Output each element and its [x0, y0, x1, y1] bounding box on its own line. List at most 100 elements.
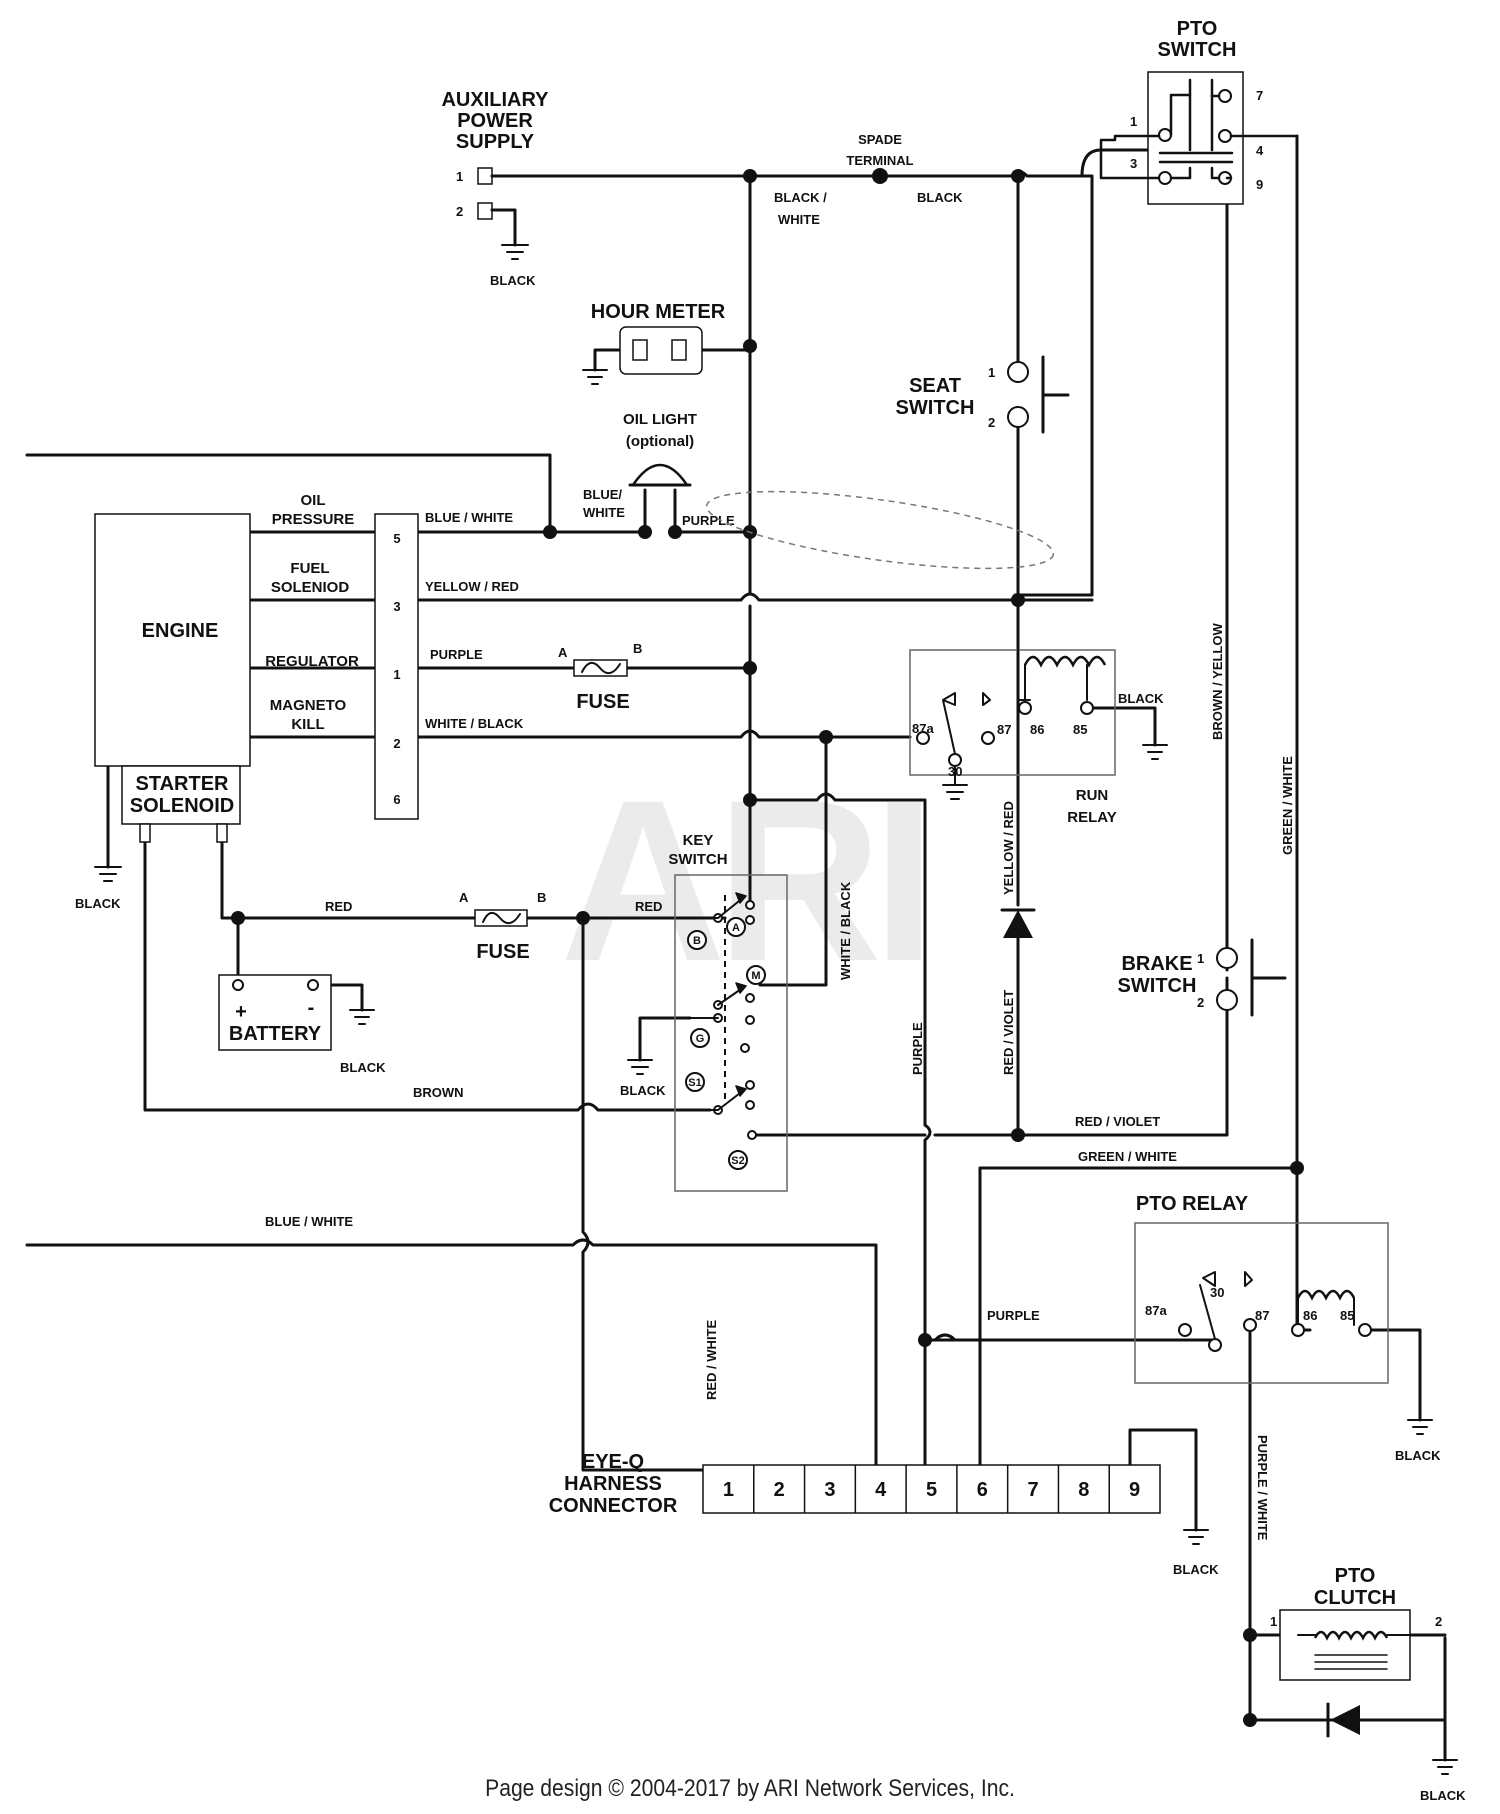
watermark: ARI	[560, 752, 926, 1009]
svg-text:PURPLE: PURPLE	[682, 513, 735, 528]
svg-text:OIL LIGHT: OIL LIGHT	[623, 411, 697, 428]
svg-text:4: 4	[1256, 143, 1264, 158]
svg-text:30: 30	[1210, 1285, 1224, 1300]
svg-text:BATTERY: BATTERY	[229, 1023, 322, 1045]
svg-text:+: +	[235, 1001, 247, 1023]
eyeq-pin-6: 6	[977, 1479, 988, 1501]
svg-text:FUEL: FUEL	[290, 560, 329, 577]
svg-text:RED: RED	[325, 899, 352, 914]
svg-text:2: 2	[456, 204, 463, 219]
svg-text:87: 87	[997, 722, 1011, 737]
svg-text:SEAT: SEAT	[909, 375, 961, 397]
svg-text:MAGNETO: MAGNETO	[270, 697, 347, 714]
pto-switch: PTO SWITCH 1 3 7 4 9	[1099, 18, 1299, 205]
svg-text:BLACK: BLACK	[917, 190, 963, 205]
svg-text:7: 7	[1256, 88, 1263, 103]
wires	[25, 134, 1447, 1762]
highlight-ellipse	[705, 490, 1055, 570]
right-vertical-labels: BROWN / YELLOW GREEN / WHITE RED / VIOLE…	[265, 623, 1295, 1229]
svg-text:RED / VIOLET: RED / VIOLET	[1075, 1114, 1160, 1129]
svg-text:3: 3	[393, 599, 400, 614]
svg-text:STARTER: STARTER	[136, 773, 230, 795]
svg-text:BROWN / YELLOW: BROWN / YELLOW	[1210, 623, 1225, 740]
pto-relay: PTO RELAY 87a 30 87 86 85 PURPLE BLACK	[987, 1193, 1441, 1463]
svg-text:87: 87	[1255, 1308, 1269, 1323]
svg-text:SPADE: SPADE	[858, 132, 902, 147]
svg-text:BLACK: BLACK	[75, 896, 121, 911]
svg-text:3: 3	[1130, 156, 1137, 171]
svg-text:PRESSURE: PRESSURE	[272, 511, 355, 528]
svg-text:SUPPLY: SUPPLY	[456, 131, 535, 153]
svg-text:CONNECTOR: CONNECTOR	[549, 1495, 678, 1517]
eyeq-pin-9: 9	[1129, 1479, 1140, 1501]
svg-text:BLUE / WHITE: BLUE / WHITE	[425, 510, 513, 525]
svg-text:A: A	[459, 890, 469, 905]
diode-run: YELLOW / RED RED / VIOLET	[1000, 801, 1036, 1075]
svg-text:86: 86	[1303, 1308, 1317, 1323]
svg-text:1: 1	[393, 667, 400, 682]
svg-text:HARNESS: HARNESS	[564, 1473, 662, 1495]
center-vertical-labels: WHITE / BLACK PURPLE RED / WHITE	[704, 881, 925, 1400]
svg-text:RUN: RUN	[1076, 787, 1109, 804]
svg-text:YELLOW / RED: YELLOW / RED	[425, 579, 519, 594]
svg-text:BLUE/: BLUE/	[583, 487, 622, 502]
svg-text:2: 2	[1197, 995, 1204, 1010]
svg-text:5: 5	[393, 531, 400, 546]
svg-text:GREEN / WHITE: GREEN / WHITE	[1280, 756, 1295, 855]
svg-text:PURPLE: PURPLE	[910, 1022, 925, 1075]
svg-text:BLACK: BLACK	[620, 1083, 666, 1098]
svg-text:86: 86	[1030, 722, 1044, 737]
svg-text:PTO RELAY: PTO RELAY	[1136, 1193, 1249, 1215]
svg-text:1: 1	[1130, 114, 1137, 129]
svg-text:SWITCH: SWITCH	[668, 851, 727, 868]
brake-switch: BRAKE SWITCH 1 2	[1118, 938, 1287, 1017]
engine: ENGINE STARTER SOLENOID BLACK OIL PRESSU…	[75, 492, 419, 911]
auxiliary-power-supply: AUXILIARY POWER SUPPLY 1 2 BLACK	[441, 89, 549, 288]
svg-text:1: 1	[1197, 951, 1204, 966]
svg-text:EYE-Q: EYE-Q	[582, 1451, 644, 1473]
svg-text:HOUR METER: HOUR METER	[591, 301, 726, 323]
svg-text:BLUE / WHITE: BLUE / WHITE	[265, 1214, 353, 1229]
svg-text:1: 1	[1270, 1614, 1277, 1629]
svg-text:PURPLE: PURPLE	[987, 1308, 1040, 1323]
svg-text:WHITE / BLACK: WHITE / BLACK	[838, 881, 853, 980]
run-relay: 87a 30 87 86 85 RUN RELAY BLACK	[909, 599, 1168, 826]
svg-text:RED / WHITE: RED / WHITE	[704, 1320, 719, 1400]
svg-text:OIL: OIL	[301, 492, 326, 509]
eyeq-pin-7: 7	[1027, 1479, 1038, 1501]
svg-text:BLACK: BLACK	[1395, 1448, 1441, 1463]
svg-text:1: 1	[988, 365, 995, 380]
svg-text:ENGINE: ENGINE	[142, 620, 219, 642]
svg-text:REGULATOR: REGULATOR	[265, 653, 359, 670]
svg-text:85: 85	[1340, 1308, 1354, 1323]
eyeq-pin-2: 2	[774, 1479, 785, 1501]
engine-wire-labels: BLUE / WHITE YELLOW / RED PURPLE WHITE /…	[425, 510, 524, 731]
footer-copyright: Page design © 2004-2017 by ARI Network S…	[485, 1775, 1015, 1802]
svg-text:BLACK: BLACK	[1173, 1562, 1219, 1577]
svg-text:B: B	[693, 935, 701, 947]
svg-text:A: A	[558, 645, 568, 660]
svg-text:CLUTCH: CLUTCH	[1314, 1587, 1396, 1609]
svg-text:(optional): (optional)	[626, 433, 694, 450]
svg-text:GREEN / WHITE: GREEN / WHITE	[1078, 1149, 1177, 1164]
svg-text:BLACK: BLACK	[340, 1060, 386, 1075]
eyeq-pin-4: 4	[875, 1479, 887, 1501]
svg-text:SOLENOID: SOLENOID	[130, 795, 234, 817]
svg-text:85: 85	[1073, 722, 1087, 737]
svg-text:M: M	[751, 970, 760, 982]
svg-text:FUSE: FUSE	[476, 941, 529, 963]
eyeq-pin-8: 8	[1078, 1479, 1089, 1501]
svg-text:SWITCH: SWITCH	[896, 397, 975, 419]
svg-text:G: G	[696, 1033, 705, 1045]
svg-text:SWITCH: SWITCH	[1158, 39, 1237, 61]
spade-terminal: SPADE TERMINAL BLACK / WHITE BLACK	[774, 132, 963, 227]
svg-text:A: A	[732, 922, 740, 934]
svg-text:PTO: PTO	[1335, 1565, 1376, 1587]
svg-text:BLACK: BLACK	[1118, 691, 1164, 706]
svg-text:B: B	[537, 890, 546, 905]
svg-text:S1: S1	[688, 1077, 701, 1089]
svg-text:SWITCH: SWITCH	[1118, 975, 1197, 997]
eyeq-pin-1: 1	[723, 1479, 734, 1501]
junction-dots	[231, 169, 1304, 1727]
